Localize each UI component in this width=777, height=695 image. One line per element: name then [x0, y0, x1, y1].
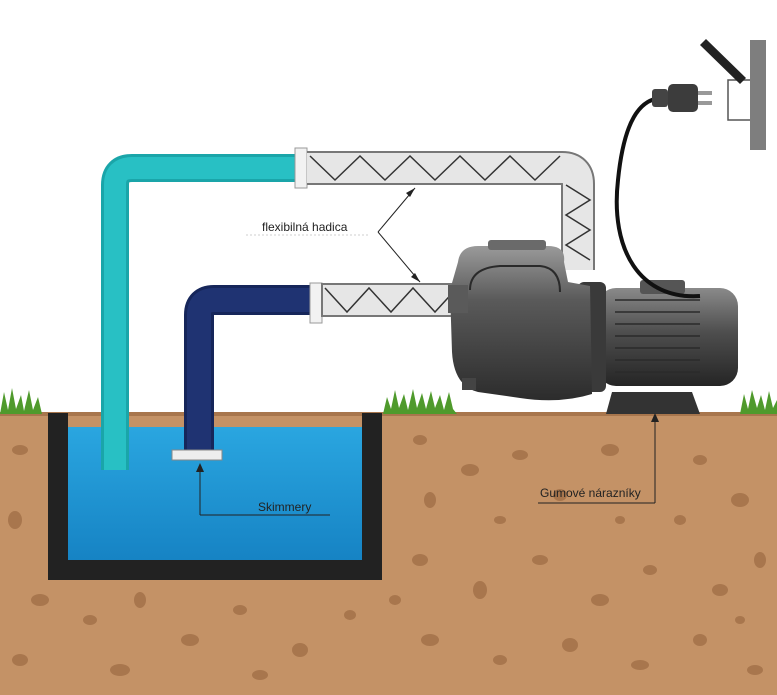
- annotation-skimmer: Skimmery: [196, 463, 330, 516]
- annotation-flexible-hose: flexibilná hadica: [246, 187, 421, 283]
- label-rubber-bumpers: Gumové nárazníky: [540, 486, 641, 500]
- skimmer-fitting: [171, 449, 223, 461]
- pump-housing: [450, 246, 592, 401]
- upper-flexible-hose: [307, 151, 595, 270]
- pump-motor-icon: [448, 240, 738, 414]
- annotation-rubber-bumpers: Gumové nárazníky: [538, 413, 659, 504]
- pool: [48, 413, 382, 580]
- power-plug-icon: [652, 84, 712, 112]
- return-pipe: [101, 147, 308, 470]
- rubber-bumper: [606, 392, 700, 414]
- grass-icon: [0, 388, 777, 414]
- soil-spots: [8, 435, 766, 680]
- label-skimmer: Skimmery: [258, 500, 311, 514]
- lower-flexible-hose: [321, 283, 463, 317]
- wall-socket-icon: [700, 39, 766, 150]
- pool-liner: [48, 413, 382, 580]
- power-cord: [614, 96, 701, 299]
- suction-pipe: [171, 282, 323, 461]
- label-flexible-hose: flexibilná hadica: [262, 220, 348, 234]
